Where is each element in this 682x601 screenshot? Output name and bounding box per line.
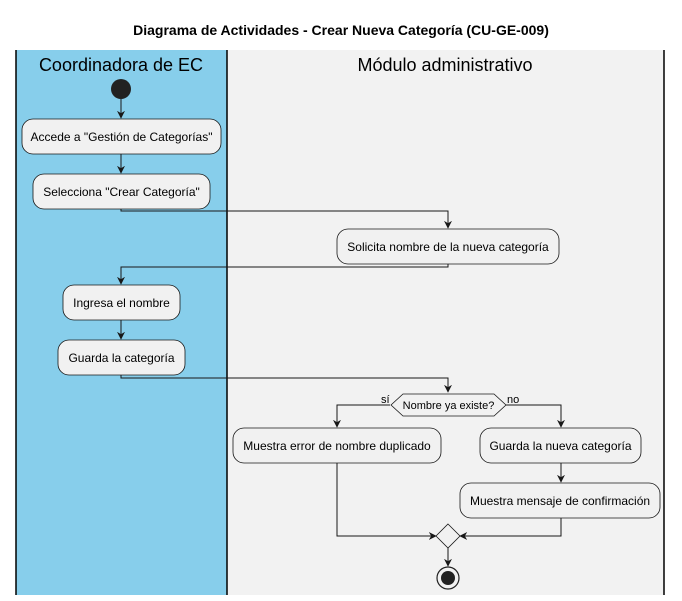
merge-node [435,523,461,549]
decision-yes-label: sí [381,394,390,406]
activity-error: Muestra error de nombre duplicado [232,427,442,464]
edge-solicitar-ingresar [117,264,449,285]
edge-decision-no [506,404,565,428]
activity-acceder-label: Accede a "Gestión de Categorías" [31,130,213,144]
activity-guardar-nueva: Guarda la nueva categoría [479,427,642,464]
swimlane-coordinadora-title: Coordinadora de EC [39,55,203,75]
edge-decision-yes [333,404,390,428]
activity-guardar-nueva-label: Guarda la nueva categoría [489,439,631,453]
decision-no-label: no [507,394,519,406]
edge-guardar-decision [120,375,452,393]
activity-error-label: Muestra error de nombre duplicado [243,439,431,453]
decision-nombre-existe: Nombre ya existe? sí no [381,393,519,417]
end-node [436,566,460,590]
activity-guardar-label: Guarda la categoría [68,351,174,365]
edge-confirmacion-merge [459,518,562,540]
activity-ingresar: Ingresa el nombre [62,284,181,321]
diagram-title: Diagrama de Actividades - Crear Nueva Ca… [133,22,549,38]
edge-seleccionar-solicitar [120,209,452,229]
activity-acceder: Accede a "Gestión de Categorías" [21,118,222,155]
edges [117,99,565,567]
start-node [111,79,131,99]
activity-seleccionar-label: Selecciona "Crear Categoría" [43,185,200,199]
decision-question: Nombre ya existe? [403,400,495,412]
activity-solicitar: Solicita nombre de la nueva categoría [336,228,560,265]
edge-error-merge [336,463,437,540]
activity-confirmacion: Muestra mensaje de confirmación [459,482,661,519]
decision-shape [390,393,507,417]
swimlane-modulo-title: Módulo administrativo [357,55,532,75]
activity-confirmacion-label: Muestra mensaje de confirmación [470,494,650,508]
activity-ingresar-label: Ingresa el nombre [73,296,170,310]
activity-solicitar-label: Solicita nombre de la nueva categoría [347,240,549,254]
activity-guardar: Guarda la categoría [57,339,186,376]
activity-seleccionar: Selecciona "Crear Categoría" [32,173,211,210]
